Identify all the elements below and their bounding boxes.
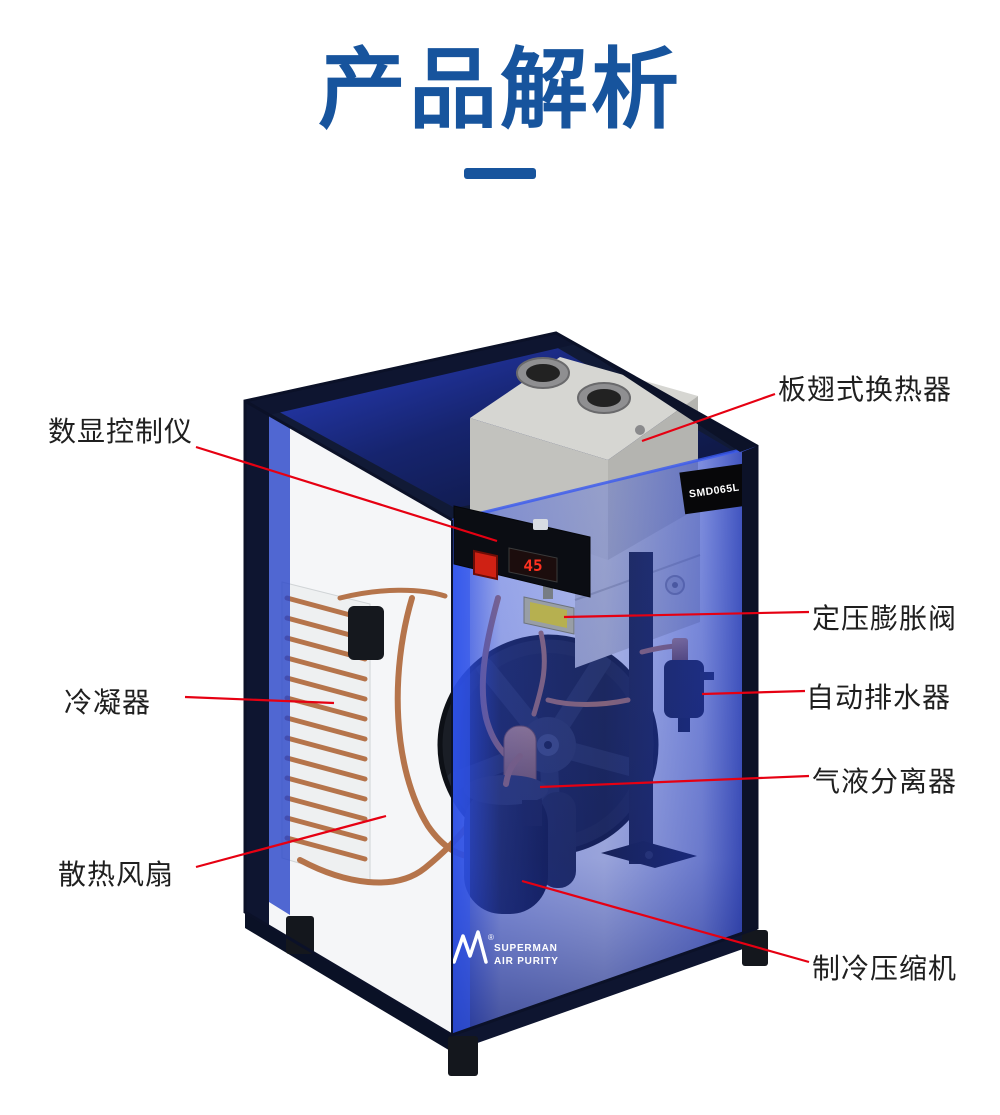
- brand-logo-icon: [452, 930, 488, 964]
- callout-line-expansion-valve: [563, 610, 810, 619]
- cabinet-frame: [243, 331, 768, 1076]
- page-title: 产品解析: [317, 40, 682, 139]
- callout-line-condenser: [184, 695, 335, 705]
- callout-lines: [184, 392, 810, 964]
- digital-display-value: 45: [523, 556, 542, 575]
- part-control-panel: 45: [453, 505, 591, 598]
- emergency-button: [473, 549, 498, 581]
- callout-label-separator: 气液分离器: [812, 766, 958, 797]
- digital-display: [508, 547, 558, 583]
- callout-line-heat-exchanger: [641, 392, 776, 443]
- brand-logo: ® SUPERMAN AIR PURITY: [452, 930, 559, 967]
- callout-label-expansion-valve: 定压膨胀阀: [812, 603, 958, 634]
- model-plate: SMD065L: [679, 463, 749, 515]
- registered-mark: ®: [488, 933, 494, 942]
- part-expansion-valve: [523, 585, 575, 635]
- callout-label-heat-exchanger: 板翅式换热器: [778, 374, 953, 405]
- brand-text-line2: AIR PURITY: [494, 956, 559, 967]
- title-underline: [464, 168, 536, 179]
- callout-line-digital-controller: [195, 445, 498, 543]
- callout-line-separator: [539, 774, 810, 789]
- callout-line-compressor: [521, 879, 810, 964]
- front-panel: [451, 444, 758, 1035]
- callout-line-auto-drain: [701, 689, 806, 696]
- brand-text-line1: SUPERMAN: [494, 943, 558, 954]
- panel-indicator-icon: [533, 519, 548, 530]
- callout-label-fan: 散热风扇: [58, 859, 175, 890]
- part-condenser: [281, 581, 471, 886]
- callout-label-condenser: 冷凝器: [64, 687, 152, 718]
- callout-label-digital-controller: 数显控制仪: [48, 416, 194, 447]
- callout-label-auto-drain: 自动排水器: [806, 682, 952, 713]
- callout-label-compressor: 制冷压缩机: [812, 953, 958, 984]
- callout-line-fan: [195, 814, 387, 869]
